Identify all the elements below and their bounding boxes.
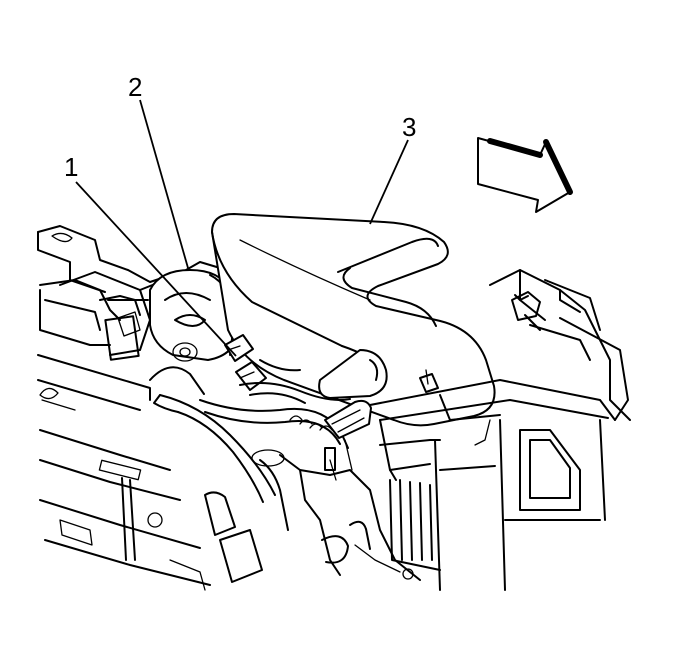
forward-arrow-icon — [477, 137, 573, 213]
wiring-harness — [199, 359, 372, 449]
lower-frame — [279, 439, 421, 581]
callout-2: 2 — [128, 72, 142, 102]
battery-tray — [369, 269, 631, 591]
left-engine-structure — [37, 225, 211, 591]
callout-1: 1 — [64, 152, 78, 182]
support-bracket — [149, 366, 289, 583]
air-cleaner-outlet-duct — [211, 213, 496, 427]
callout-3: 3 — [402, 112, 416, 142]
leader-lines — [75, 99, 409, 357]
throttle-body-housing — [149, 261, 239, 362]
